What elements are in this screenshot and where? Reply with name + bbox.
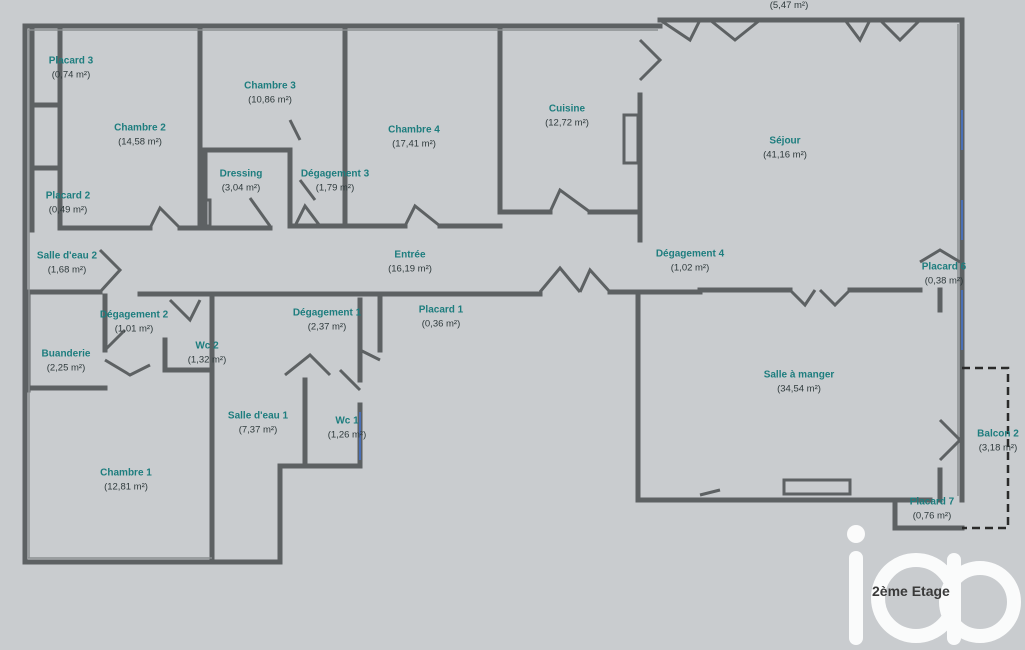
room-area: (2,37 m²) bbox=[307, 321, 347, 333]
room-area: (16,19 m²) bbox=[388, 263, 432, 275]
room-name: Salle d'eau 1 bbox=[227, 410, 289, 422]
room-area: (12,72 m²) bbox=[545, 117, 589, 129]
room-area: (1,02 m²) bbox=[670, 262, 710, 274]
room-placard-2: Placard 2 (0,49 m²) bbox=[46, 191, 90, 216]
room-entree: Entrée (16,19 m²) bbox=[388, 250, 432, 275]
room-name: Salle à manger bbox=[763, 369, 835, 381]
room-area: (3,18 m²) bbox=[978, 442, 1018, 454]
room-area: (0,49 m²) bbox=[48, 204, 88, 216]
room-name: Dégagement 3 bbox=[300, 168, 370, 180]
room-area: (1,32 m²) bbox=[187, 354, 227, 366]
floor-label: 2ème Etage bbox=[872, 583, 950, 599]
room-name: Placard 3 bbox=[48, 55, 94, 67]
room-area: (41,16 m²) bbox=[763, 149, 807, 161]
room-chambre-4: Chambre 4 (17,41 m²) bbox=[388, 125, 440, 150]
room-area: (17,41 m²) bbox=[392, 138, 436, 150]
room-name: Entrée bbox=[394, 249, 426, 261]
room-area: (10,86 m²) bbox=[248, 94, 292, 106]
room-wc-1: Wc 1 (1,26 m²) bbox=[328, 416, 367, 441]
room-placard-6: Placard 6 (0,38 m²) bbox=[922, 262, 966, 287]
walls bbox=[22, 17, 965, 565]
room-area: (3,04 m²) bbox=[221, 182, 261, 194]
room-name: Dégagement 2 bbox=[99, 309, 169, 321]
room-dressing: Dressing (3,04 m²) bbox=[220, 169, 263, 194]
room-name: Placard 7 bbox=[909, 496, 955, 508]
room-name: Balcon 2 bbox=[977, 428, 1019, 440]
room-name: Placard 1 bbox=[418, 304, 464, 316]
room-salle-a-manger: Salle à manger (34,54 m²) bbox=[764, 370, 835, 395]
wall-inner-lines bbox=[28, 24, 959, 559]
fixtures bbox=[198, 113, 852, 496]
room-name: Salle d'eau 2 bbox=[36, 250, 98, 262]
room-placard-7: Placard 7 (0,76 m²) bbox=[910, 497, 954, 522]
balcony-outline bbox=[962, 366, 1010, 530]
room-degagement-2: Dégagement 2 (1,01 m²) bbox=[100, 310, 168, 335]
room-name: Dégagement 4 bbox=[655, 248, 725, 260]
room-name: Séjour bbox=[769, 135, 801, 147]
room-chambre-2: Chambre 2 (14,58 m²) bbox=[114, 123, 166, 148]
room-name: Wc 2 bbox=[195, 340, 219, 352]
room-area: (2,25 m²) bbox=[46, 362, 86, 374]
room-name: Chambre 4 bbox=[388, 124, 440, 136]
room-balcon-top: (5,47 m²) bbox=[770, 0, 809, 11]
room-buanderie: Buanderie (2,25 m²) bbox=[42, 349, 91, 374]
room-cuisine: Cuisine (12,72 m²) bbox=[545, 104, 589, 129]
room-salle-eau-1: Salle d'eau 1 (7,37 m²) bbox=[228, 411, 288, 436]
room-name: Dégagement 1 bbox=[292, 307, 362, 319]
room-area: (7,37 m²) bbox=[238, 424, 278, 436]
room-area: (34,54 m²) bbox=[777, 383, 821, 395]
room-name: Chambre 3 bbox=[244, 80, 296, 92]
room-name: Cuisine bbox=[548, 103, 586, 115]
room-name: Buanderie bbox=[41, 348, 91, 360]
room-area: (1,26 m²) bbox=[327, 429, 367, 441]
room-balcon-2: Balcon 2 (3,18 m²) bbox=[977, 429, 1019, 454]
room-degagement-4: Dégagement 4 (1,02 m²) bbox=[656, 249, 724, 274]
room-chambre-3: Chambre 3 (10,86 m²) bbox=[244, 81, 296, 106]
room-name: Placard 6 bbox=[921, 261, 967, 273]
room-placard-3: Placard 3 (0,74 m²) bbox=[49, 56, 93, 81]
room-area: (0,76 m²) bbox=[912, 510, 952, 522]
room-degagement-3: Dégagement 3 (1,79 m²) bbox=[301, 169, 369, 194]
room-sejour: Séjour (41,16 m²) bbox=[763, 136, 807, 161]
room-area: (0,74 m²) bbox=[51, 69, 91, 81]
room-area: (1,01 m²) bbox=[114, 323, 154, 335]
room-name: Wc 1 bbox=[335, 415, 359, 427]
room-name: Chambre 1 bbox=[100, 467, 152, 479]
room-name: Chambre 2 bbox=[114, 122, 166, 134]
room-degagement-1: Dégagement 1 (2,37 m²) bbox=[293, 308, 361, 333]
room-placard-1: Placard 1 (0,36 m²) bbox=[419, 305, 463, 330]
room-area: (12,81 m²) bbox=[104, 481, 148, 493]
room-salle-eau-2: Salle d'eau 2 (1,68 m²) bbox=[37, 251, 97, 276]
room-name: Dressing bbox=[219, 168, 263, 180]
door-swings bbox=[98, 18, 963, 497]
room-wc-2: Wc 2 (1,32 m²) bbox=[188, 341, 227, 366]
room-chambre-1: Chambre 1 (12,81 m²) bbox=[100, 468, 152, 493]
room-area: (1,79 m²) bbox=[315, 182, 355, 194]
windows bbox=[359, 110, 963, 460]
room-area: (5,47 m²) bbox=[769, 0, 809, 11]
iad-logo bbox=[847, 525, 1021, 645]
room-area: (0,36 m²) bbox=[421, 318, 461, 330]
room-area: (0,38 m²) bbox=[924, 275, 964, 287]
room-area: (1,68 m²) bbox=[47, 264, 87, 276]
room-area: (14,58 m²) bbox=[118, 136, 162, 148]
room-name: Placard 2 bbox=[45, 190, 91, 202]
